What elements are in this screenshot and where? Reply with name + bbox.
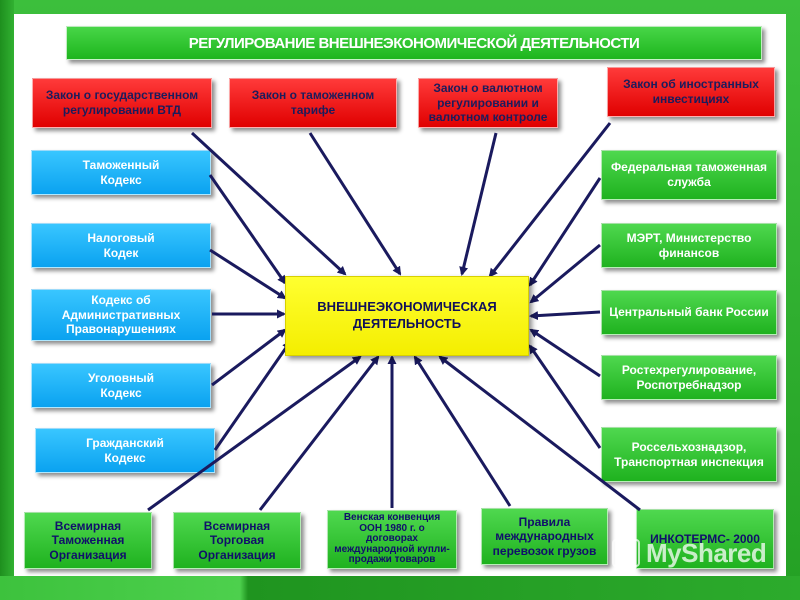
agency-box-agri-transport: Россельхознадзор, Транспортная инспекция — [601, 427, 777, 482]
code-box-tax: Налоговый Кодек — [31, 223, 211, 268]
law-box-customs-tariff: Закон о таможенном тарифе — [229, 78, 397, 128]
law-label: Закон об иностранных инвестициях — [623, 77, 759, 106]
intl-label: Венская конвенция ООН 1980 г. о договора… — [334, 512, 450, 566]
diagram-title: РЕГУЛИРОВАНИЕ ВНЕШНЕЭКОНОМИЧЕСКОЙ ДЕЯТЕЛ… — [66, 26, 762, 60]
intl-label: Всемирная Торговая Организация — [198, 518, 276, 562]
intl-label: ИНКОТЕРМС- 2000 — [650, 531, 760, 546]
intl-label: Всемирная Таможенная Организация — [49, 518, 127, 562]
law-box-state-regulation: Закон о государственном регулировании ВТ… — [32, 78, 212, 128]
watermark-logo-icon — [612, 539, 640, 567]
agency-box-standards-consumer: Ростехрегулирование, Роспотребнадзор — [601, 355, 777, 400]
code-label: Налоговый Кодек — [87, 230, 155, 260]
agency-label: Центральный банк России — [609, 305, 769, 320]
intl-box-vienna-convention: Венская конвенция ООН 1980 г. о договора… — [327, 510, 457, 569]
center-label: ВНЕШНЕЭКОНОМИЧЕСКАЯ ДЕЯТЕЛЬНОСТЬ — [317, 299, 497, 331]
code-label: Кодекс об Административных Правонарушени… — [61, 293, 181, 337]
code-label: Гражданский Кодекс — [86, 435, 164, 465]
watermark: MyShared — [612, 533, 788, 573]
law-box-currency-regulation: Закон о валютном регулировании и валютно… — [418, 78, 558, 128]
agency-box-customs-service: Федеральная таможенная служба — [601, 150, 777, 200]
law-box-foreign-investment: Закон об иностранных инвестициях — [607, 67, 775, 117]
law-label: Закон о государственном регулировании ВТ… — [45, 88, 199, 117]
code-box-customs: Таможенный Кодекс — [31, 150, 211, 195]
intl-label: Правила международных перевозок грузов — [492, 514, 597, 558]
agency-label: Федеральная таможенная служба — [610, 160, 768, 189]
intl-box-cargo-rules: Правила международных перевозок грузов — [481, 508, 608, 565]
code-box-criminal: Уголовный Кодекс — [31, 363, 211, 408]
law-label: Закон о валютном регулировании и валютно… — [428, 81, 548, 125]
law-label: Закон о таможенном тарифе — [251, 88, 375, 117]
code-box-civil: Гражданский Кодекс — [35, 428, 215, 473]
bottom-decor-stripe — [0, 576, 800, 600]
code-label: Уголовный Кодекс — [88, 370, 154, 400]
intl-box-wco: Всемирная Таможенная Организация — [24, 512, 152, 569]
agency-box-economy-finance: МЭРТ, Министерство финансов — [601, 223, 777, 268]
agency-label: МЭРТ, Министерство финансов — [626, 230, 752, 260]
left-decor-stripe — [0, 0, 14, 600]
agency-label: Россельхознадзор, Транспортная инспекция — [614, 439, 764, 469]
agency-label: Ростехрегулирование, Роспотребнадзор — [621, 362, 757, 392]
intl-box-wto: Всемирная Торговая Организация — [173, 512, 301, 569]
center-box-foreign-economic-activity: ВНЕШНЕЭКОНОМИЧЕСКАЯ ДЕЯТЕЛЬНОСТЬ — [285, 276, 529, 356]
code-label: Таможенный Кодекс — [82, 157, 160, 187]
watermark-text: MyShared — [646, 537, 767, 568]
code-box-administrative: Кодекс об Административных Правонарушени… — [31, 289, 211, 341]
agency-box-central-bank: Центральный банк России — [601, 290, 777, 335]
